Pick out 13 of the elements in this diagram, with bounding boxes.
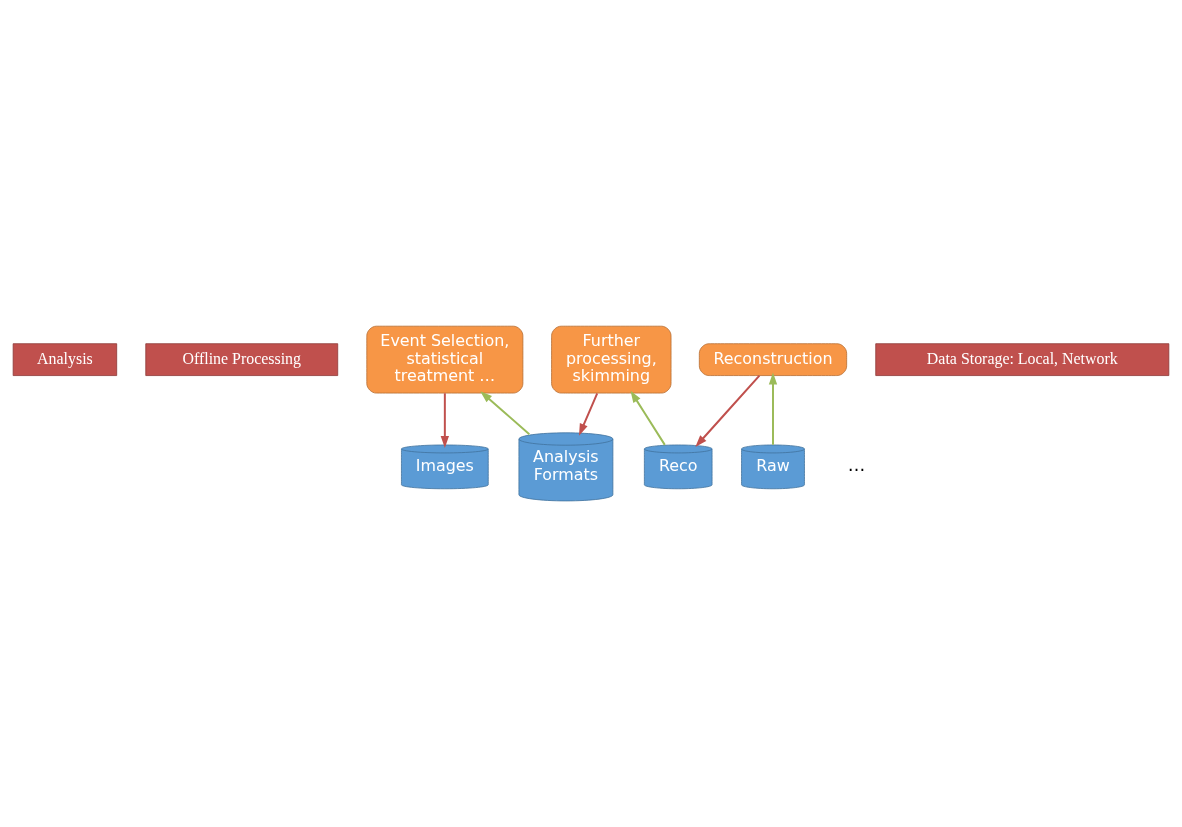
node-box: Reconstruction	[698, 343, 848, 376]
arrow	[768, 372, 778, 446]
node-box: Event Selection, statistical treatment …	[366, 325, 524, 394]
node-box: Further processing, skimming	[551, 325, 672, 394]
node-box: Offline Processing	[145, 343, 339, 376]
arrow	[480, 391, 531, 436]
arrow	[630, 390, 666, 446]
arrow	[579, 392, 599, 436]
arrow	[695, 374, 761, 447]
label: …	[847, 455, 866, 476]
arrow	[440, 392, 450, 448]
node-box: Data Storage: Local, Network	[875, 343, 1170, 376]
node-box: Analysis	[12, 343, 118, 376]
